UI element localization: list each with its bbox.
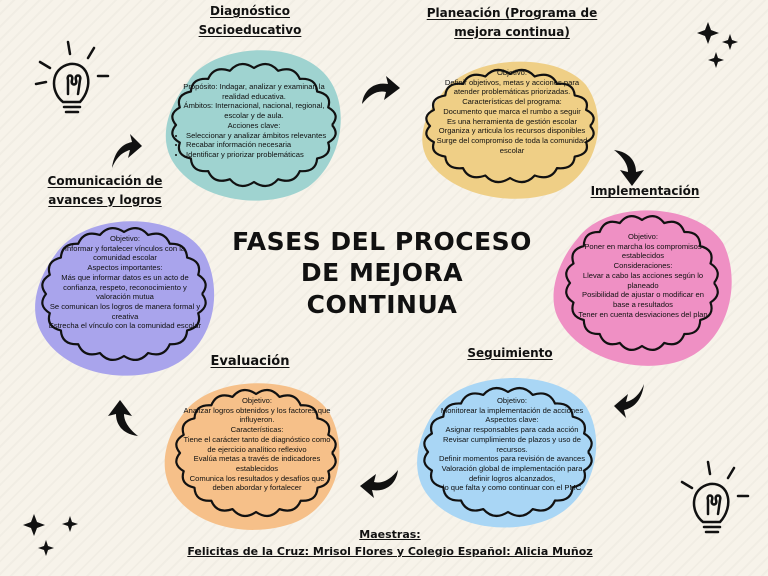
phase-title-planeacion: Planeación (Programa de mejora continua) — [412, 4, 612, 41]
phase-blob-diagnostico — [165, 50, 341, 201]
content-line: Aspectos clave: — [485, 415, 539, 425]
content-line: Objetivo: — [497, 396, 527, 405]
phase-blob-planeacion — [422, 61, 599, 199]
phase-title-line: avances y logros — [48, 192, 162, 207]
cloud-outline — [171, 62, 337, 188]
phase-title-line: Comunicación de — [47, 174, 163, 188]
content-line: Más que informar datos es un acto de con… — [61, 272, 189, 302]
content-line: Objetivo: — [497, 68, 527, 77]
cloud-scallop-path — [175, 388, 337, 518]
content-line: Propósito: Indagar, analizar y examinar,… — [183, 82, 325, 101]
content-line: Comunica los resultados y desafíos que d… — [189, 473, 325, 493]
cloud-scallop-path — [565, 215, 719, 351]
phase-title-line: Diagnóstico — [210, 4, 290, 18]
cloud-outline — [423, 387, 593, 517]
sparkle-icon — [23, 514, 78, 556]
main-title-line: CONTINUA — [306, 289, 458, 319]
content-line: Asignar responsables para cada acción — [445, 425, 579, 435]
phase-content-planeacion: Objetivo: Definir objetivos, metas y acc… — [432, 68, 592, 155]
content-line: Objetivo: — [110, 234, 140, 243]
phase-blob-comunicacion — [35, 221, 215, 376]
lightbulb-icon — [680, 460, 750, 534]
content-line: Objetivo: — [628, 232, 658, 241]
sparkle-icon — [697, 22, 738, 68]
phase-title-comunicacion: Comunicación de avances y logros — [30, 172, 180, 209]
content-line: Revisar cumplimiento de plazos y uso de … — [442, 434, 582, 454]
content-line: Características del programa: — [462, 97, 562, 107]
phase-content-diagnostico: Propósito: Indagar, analizar y examinar,… — [176, 82, 332, 160]
credits-label: Maestras: — [359, 528, 421, 541]
phase-content-comunicacion: Objetivo: Informar y fortalecer vínculos… — [46, 234, 204, 331]
main-title-line: DE MEJORA — [300, 258, 464, 288]
content-line: Acciones clave: — [227, 120, 281, 130]
cloud-scallop-path — [171, 62, 337, 188]
cloud-outline — [175, 388, 337, 518]
lightbulb-icon — [34, 40, 110, 114]
phase-title-line: Planeación (Programa de — [426, 6, 598, 20]
curved-arrow-icon — [614, 150, 644, 186]
bullet-item: Recabar información necesaria — [186, 140, 332, 150]
content-line: Definir objetivos, metas y acciones para… — [444, 77, 580, 97]
content-line: Consideraciones: — [613, 261, 673, 271]
content-line: Monitorear la implementación de acciones — [440, 405, 584, 415]
curved-arrow-icon — [360, 470, 398, 498]
content-line: Evalúa metas a través de indicadores est… — [193, 454, 321, 474]
content-line: Documento que marca el rumbo a seguir — [443, 106, 581, 116]
content-line: Tiene el carácter tanto de diagnóstico c… — [183, 434, 331, 454]
cloud-outline — [41, 227, 207, 361]
phase-blob-implementacion — [553, 210, 732, 366]
cloud-outline — [565, 215, 719, 351]
phase-title-line: Socioeducativo — [198, 22, 302, 37]
cloud-outline — [425, 68, 595, 184]
content-line: Estrecha el vínculo con la comunidad esc… — [48, 321, 202, 331]
phase-content-implementacion: Objetivo: Poner en marcha los compromiso… — [574, 232, 712, 319]
phase-blob-evaluacion — [164, 383, 340, 530]
phase-title-evaluacion: Evaluación — [190, 352, 310, 372]
phase-blob-seguimiento — [417, 378, 597, 528]
phase-title-line: mejora continua) — [454, 24, 570, 39]
curved-arrow-icon — [108, 400, 138, 436]
main-title: FASES DEL PROCESO DE MEJORA CONTINUA — [232, 226, 532, 320]
content-line: Organiza y articula los recursos disponi… — [438, 126, 586, 136]
phase-title-line: Evaluación — [210, 354, 290, 369]
content-line: lo que falta y como continuar con el PMC — [442, 483, 582, 493]
credits: Maestras: Felicitas de la Cruz: Mrisol F… — [150, 526, 630, 560]
phase-content-seguimiento: Objetivo: Monitorear la implementación d… — [432, 396, 592, 493]
cloud-scallop-path — [41, 227, 207, 361]
content-line: Se comunican los logros de manera formal… — [49, 302, 201, 321]
phase-title-implementacion: Implementación — [580, 182, 710, 201]
cloud-scallop-path — [423, 387, 593, 517]
cloud-scallop-path — [425, 68, 595, 184]
phase-title-line: Implementación — [590, 184, 700, 198]
bullet-item: Seleccionar y analizar ámbitos relevante… — [186, 131, 332, 141]
content-line: Ámbitos: Internacional, nacional, region… — [183, 101, 325, 121]
credits-names: Felicitas de la Cruz: Mrisol Flores y Co… — [187, 545, 593, 559]
content-line: Valoración global de implementación para… — [441, 464, 583, 483]
content-line: Objetivo: — [242, 396, 272, 405]
curved-arrow-icon — [362, 76, 400, 104]
phase-title-diagnostico: Diagnóstico Socioeducativo — [170, 2, 330, 39]
content-line: Llevar a cabo las acciones según lo plan… — [582, 270, 704, 290]
content-line: Definir momentos para revisión de avance… — [438, 454, 586, 464]
phase-title-line: Seguimiento — [467, 346, 553, 360]
content-line: Surge del compromiso de toda la comunida… — [436, 136, 588, 155]
content-line: Posibilidad de ajustar o modificar en ba… — [582, 290, 704, 310]
curved-arrow-icon — [112, 134, 142, 168]
content-line: Aspectos importantes: — [87, 263, 163, 273]
bullet-item: Identificar y priorizar problemáticas — [186, 150, 332, 160]
phase-content-evaluacion: Objetivo: Analizar logros obtenidos y lo… — [182, 396, 332, 493]
content-line: Informar y fortalecer vínculos con la co… — [64, 243, 186, 263]
content-line: Analizar logros obtenidos y los factores… — [183, 405, 331, 425]
content-line: Es una herramienta de gestión escolar — [446, 116, 577, 126]
content-line: Poner en marcha los compromisos establec… — [584, 241, 702, 261]
phase-title-seguimiento: Seguimiento — [450, 344, 570, 363]
curved-arrow-icon — [614, 384, 644, 418]
content-line: Características: — [230, 425, 284, 435]
main-title-line: FASES DEL PROCESO — [232, 227, 532, 256]
content-line: Tener en cuenta desviaciones del plan — [578, 309, 708, 319]
